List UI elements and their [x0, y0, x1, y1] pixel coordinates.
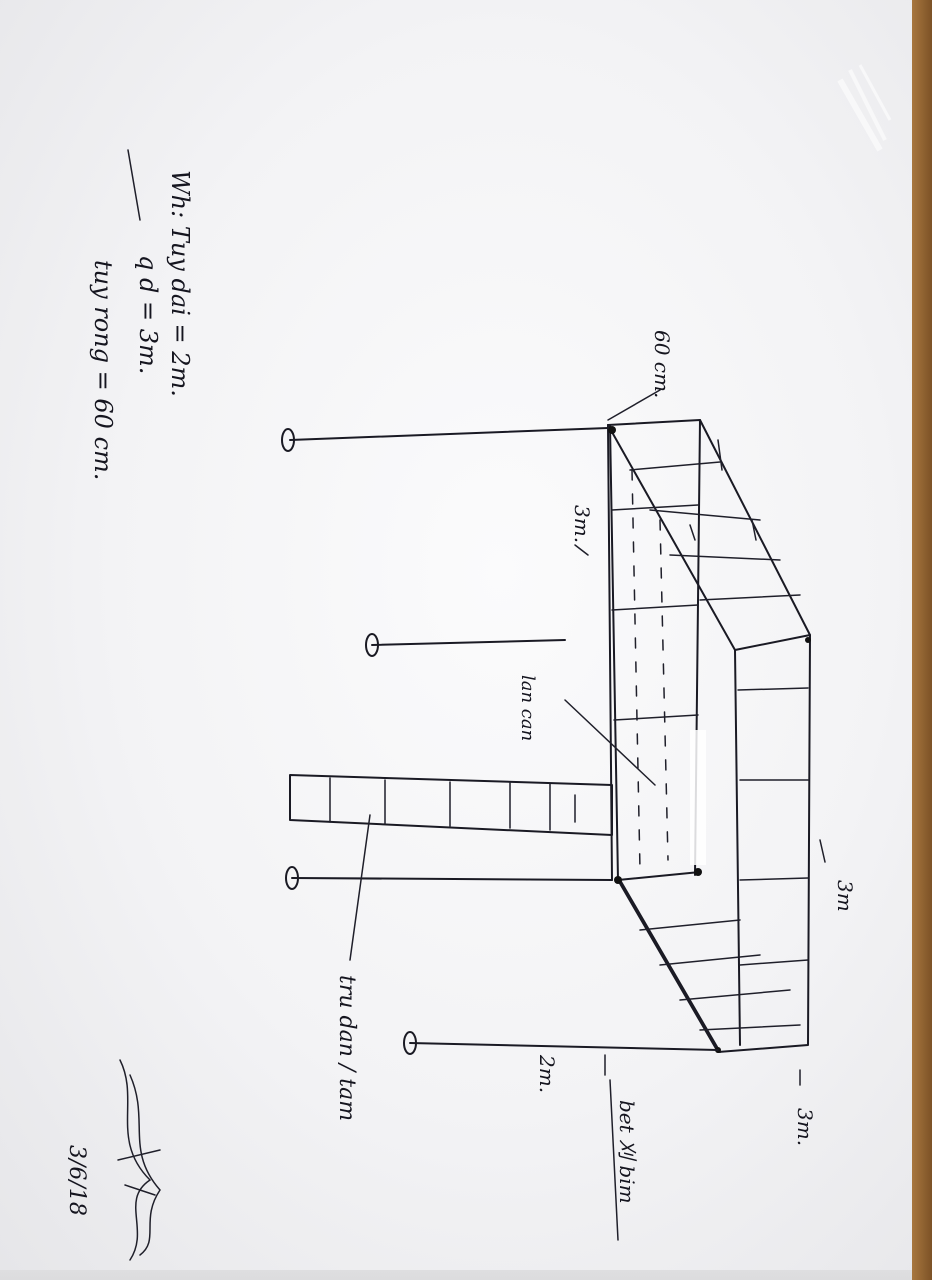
- inner-post: [734, 649, 741, 1046]
- dimension-labels: 60 cm. 3m. 3m 3m. 2m. lan can tru dan / …: [334, 330, 857, 1204]
- paper-sheet: [0, 0, 912, 1270]
- hanging-rods: [281, 427, 719, 1055]
- label-height-right: 2m.: [535, 1054, 559, 1093]
- label-top-depth: 60 cm.: [650, 330, 674, 398]
- label-wall: bet 刈 bim: [615, 1100, 639, 1204]
- front-bottom-rail: [617, 871, 701, 881]
- label-right-depth: 3m.: [793, 1108, 817, 1146]
- label-long-side: 3m: [833, 880, 857, 912]
- leader-lines: [127, 149, 826, 1241]
- note-line-2: q d = 3m.: [134, 255, 162, 374]
- wooden-table-edge: [912, 0, 932, 1280]
- label-middle-width: 3m.: [570, 505, 594, 543]
- landing-outline: [607, 419, 811, 1053]
- lower-diagonal: [619, 879, 721, 1053]
- note-line-1: Wh: Tuy dai = 2m.: [166, 170, 194, 397]
- label-column: tru dan / tam: [334, 975, 359, 1121]
- note-line-3: tuy rong = 60 cm.: [89, 260, 117, 480]
- structure-outline: [607, 419, 811, 1053]
- notes-block: Wh: Tuy dai = 2m. q d = 3m. tuy rong = 6…: [89, 170, 194, 480]
- ladder-column: [289, 774, 613, 836]
- correction-patch: [690, 730, 706, 865]
- label-handrail: lan can: [517, 675, 538, 741]
- signature-date: 3/6/18: [64, 1145, 89, 1216]
- light-glare: [837, 64, 892, 152]
- upper-diagonal: [607, 424, 811, 651]
- signature: 3/6/18: [64, 1059, 161, 1261]
